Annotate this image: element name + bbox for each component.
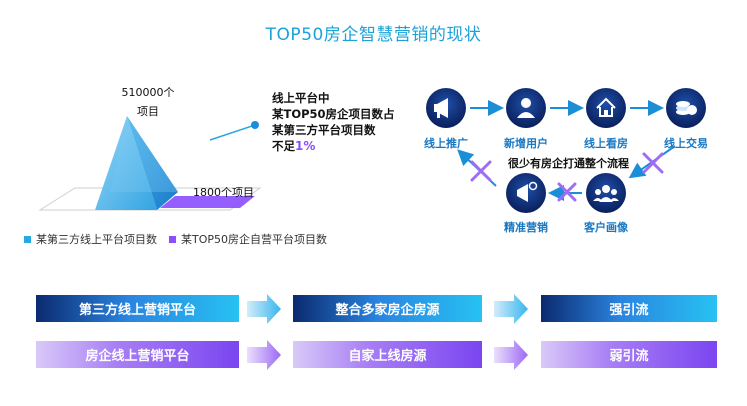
flow-node-4 bbox=[666, 88, 706, 128]
user-icon bbox=[517, 98, 535, 118]
callout-line1: 线上平台中 bbox=[272, 91, 330, 105]
flow-label-5: 客户画像 bbox=[584, 221, 628, 234]
legend-swatch-third-party bbox=[24, 235, 31, 243]
cross-mark-3 bbox=[642, 152, 664, 174]
row1-arrow-1 bbox=[247, 294, 281, 324]
flow-label-2: 新增用户 bbox=[504, 137, 548, 150]
callout-line3: 某第三方平台项目数 bbox=[272, 123, 376, 137]
row2-step3: 弱引流 bbox=[541, 341, 717, 368]
pyramid-top-label-line1: 510000个 bbox=[121, 86, 175, 99]
target-megaphone-icon bbox=[517, 181, 538, 202]
flow-label-6: 精准营销 bbox=[504, 221, 548, 234]
flow-node-3 bbox=[586, 88, 626, 128]
row2-step2: 自家上线房源 bbox=[293, 341, 482, 368]
cross-mark-1 bbox=[470, 160, 492, 182]
coins-icon bbox=[676, 101, 697, 115]
flow-node-6 bbox=[506, 173, 546, 213]
base-plane bbox=[38, 187, 262, 211]
legend-item-third-party: 某第三方线上平台项目数 bbox=[24, 231, 157, 247]
pyramid-base-label: 1800个项目 bbox=[193, 186, 254, 199]
flow-label-1: 线上推广 bbox=[424, 137, 468, 150]
flow-node-5 bbox=[586, 173, 626, 213]
row2-arrow-2 bbox=[494, 340, 528, 370]
flow-diagram bbox=[426, 88, 706, 213]
legend-label-top50: 某TOP50房企自营平台项目数 bbox=[181, 233, 328, 246]
pyramid-top-label-line2: 项目 bbox=[137, 105, 159, 118]
top50-slab bbox=[160, 196, 255, 208]
legend-swatch-top50 bbox=[169, 235, 176, 243]
legend-label-third-party: 某第三方线上平台项目数 bbox=[36, 233, 157, 246]
pyramid-right-face bbox=[127, 116, 178, 210]
legend-item-top50: 某TOP50房企自营平台项目数 bbox=[169, 231, 327, 247]
megaphone-icon bbox=[434, 98, 448, 118]
callout-line4: 不足1% bbox=[272, 138, 395, 154]
cross-mark-2 bbox=[557, 182, 577, 202]
pyramid-back-face bbox=[110, 116, 178, 192]
callout-line4-prefix: 不足 bbox=[272, 139, 295, 153]
callout-percentage: 1% bbox=[295, 139, 316, 153]
flow-note: 很少有房企打通整个流程 bbox=[508, 157, 629, 170]
group-icon bbox=[593, 185, 619, 202]
row1-step3: 强引流 bbox=[541, 295, 717, 322]
pyramid-graphic bbox=[38, 116, 262, 211]
row1-step2: 整合多家房企房源 bbox=[293, 295, 482, 322]
flow-node-1 bbox=[426, 88, 466, 128]
row1-step1: 第三方线上营销平台 bbox=[36, 295, 239, 322]
row2-step1: 房企线上营销平台 bbox=[36, 341, 239, 368]
callout-line2: 某TOP50房企项目数占 bbox=[272, 107, 395, 121]
row1-arrow-2 bbox=[494, 294, 528, 324]
flow-label-4: 线上交易 bbox=[664, 137, 708, 150]
flow-label-3: 线上看房 bbox=[584, 137, 628, 150]
page-title: TOP50房企智慧营销的现状 bbox=[265, 25, 482, 45]
row2-arrow-1 bbox=[247, 340, 281, 370]
flow-node-2 bbox=[506, 88, 546, 128]
pyramid-legend: 某第三方线上平台项目数 某TOP50房企自营平台项目数 bbox=[24, 231, 327, 247]
callout-pointer bbox=[209, 121, 259, 141]
pyramid-top-label: 510000个 项目 bbox=[118, 84, 178, 119]
house-icon bbox=[596, 97, 616, 117]
callout-text: 线上平台中 某TOP50房企项目数占 某第三方平台项目数 不足1% bbox=[272, 90, 395, 154]
pyramid-left-face bbox=[95, 116, 157, 210]
